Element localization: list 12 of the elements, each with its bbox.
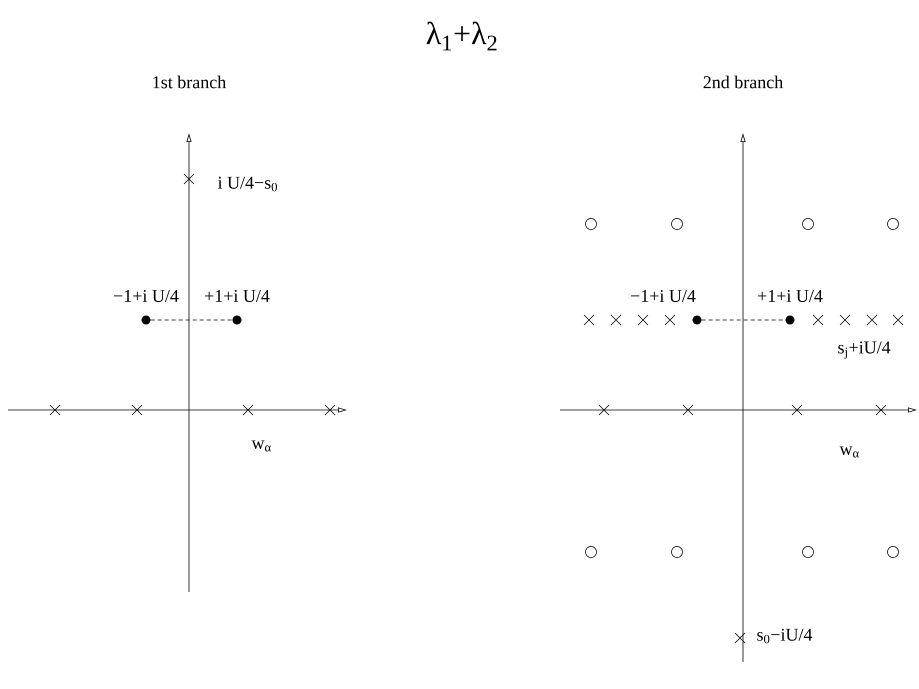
- point-label: −1+i U/4: [631, 290, 696, 302]
- title: λ$_{1}$+λ$_{2}$: [426, 22, 496, 50]
- axis-label: w$_{α}$: [252, 440, 271, 452]
- axis-label: w$_{α}$: [840, 446, 859, 458]
- point-label: s$_{0}$−iU/4: [757, 628, 812, 644]
- panel-title: 1st branch: [153, 76, 226, 88]
- panel-title: 2nd branch: [704, 76, 784, 88]
- point-label: i U/4−s$_{0}$: [218, 176, 277, 192]
- point-label: −1+i U/4: [114, 290, 179, 302]
- point-label: s$_{j}$+iU/4: [838, 341, 890, 359]
- point-label: +1+i U/4: [205, 290, 270, 302]
- point-label: +1+i U/4: [758, 290, 823, 302]
